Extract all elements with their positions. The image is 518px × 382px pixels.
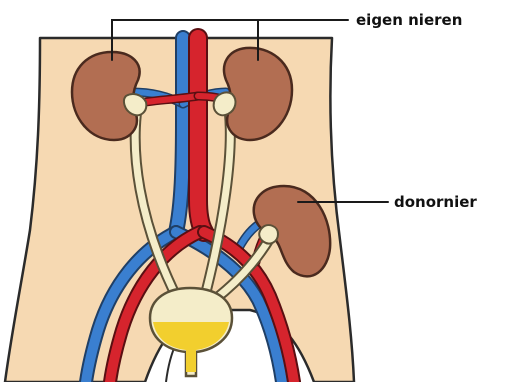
bladder xyxy=(150,288,232,376)
label-donor-kidney: donornier xyxy=(394,193,477,211)
right-renal-pelvis xyxy=(214,92,236,115)
label-own-kidneys: eigen nieren xyxy=(356,11,462,29)
donor-renal-pelvis xyxy=(259,225,278,243)
bladder-urine xyxy=(153,322,229,372)
